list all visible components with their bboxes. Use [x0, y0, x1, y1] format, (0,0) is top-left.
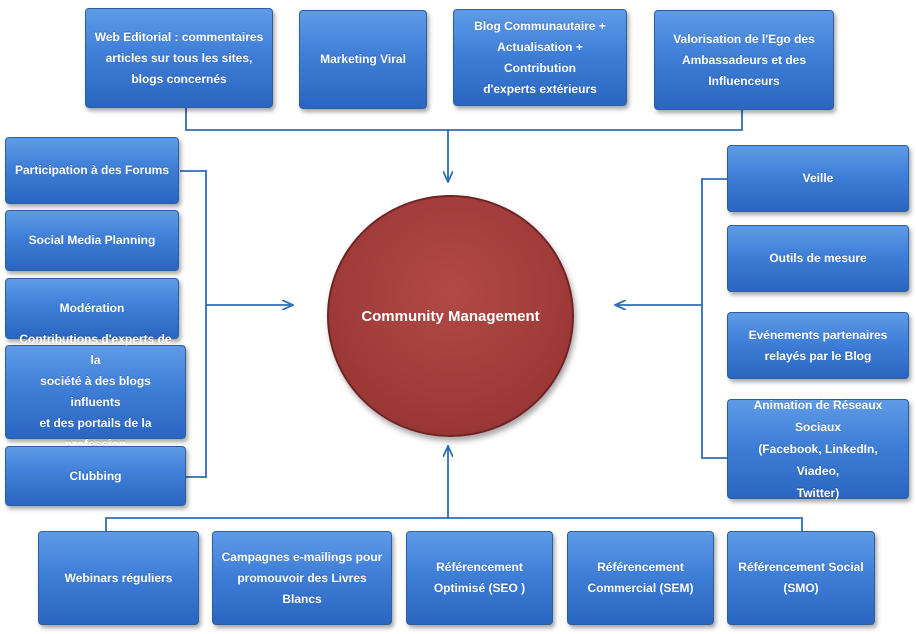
node-sem: Référencement Commercial (SEM)	[567, 531, 714, 625]
node-valorisation-ego: Valorisation de l'Ego des Ambassadeurs e…	[654, 10, 834, 110]
node-veille: Veille	[727, 145, 909, 212]
node-seo: Référencement Optimisé (SEO )	[406, 531, 553, 625]
right-connector	[701, 178, 727, 459]
node-animation-reseaux: Animation de Réseaux Sociaux (Facebook, …	[727, 398, 909, 500]
node-evenements-partenaires: Evénements partenaires relayés par le Bl…	[727, 312, 909, 379]
node-moderation: Modération	[5, 278, 179, 339]
top-connector	[185, 108, 743, 131]
center-community-management: Community Management	[327, 195, 574, 437]
node-clubbing: Clubbing	[5, 446, 186, 506]
left-connector	[180, 170, 207, 478]
node-contributions-experts: Contributions d'experts de la société à …	[5, 332, 186, 451]
node-webinars: Webinars réguliers	[38, 531, 199, 625]
node-campagnes-emailings: Campagnes e-mailings pour promouvoir des…	[212, 531, 392, 625]
node-social-media-planning: Social Media Planning	[5, 210, 179, 271]
node-marketing-viral: Marketing Viral	[299, 10, 427, 109]
node-blog-communautaire: Blog Communautaire + Actualisation + Con…	[453, 9, 627, 106]
node-outils-mesure: Outils de mesure	[727, 225, 909, 292]
node-forums: Participation à des Forums	[5, 137, 179, 204]
node-smo: Référencement Social (SMO)	[727, 531, 875, 625]
node-web-editorial: Web Editorial : commentaires articles su…	[85, 8, 273, 108]
bottom-connector	[105, 517, 803, 533]
